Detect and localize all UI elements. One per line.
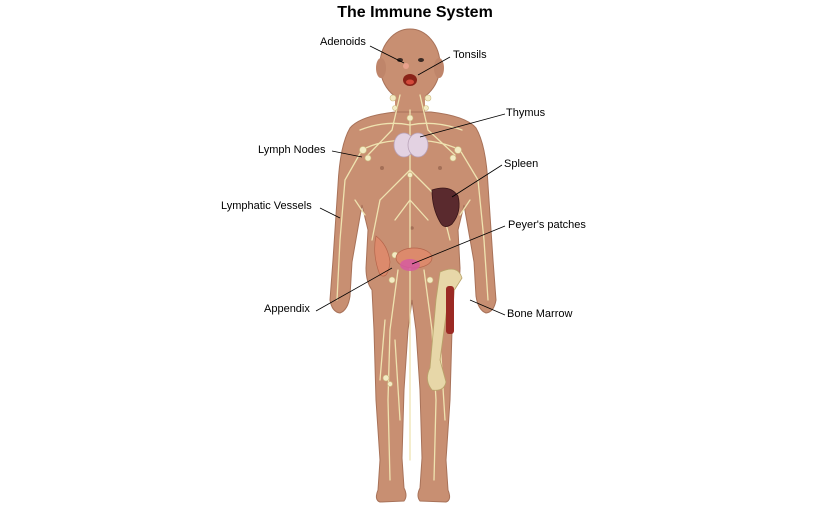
intestines <box>374 235 433 277</box>
thymus <box>393 132 429 158</box>
bone-marrow-shaft <box>446 286 454 334</box>
label-appendix: Appendix <box>264 303 310 315</box>
leader-lines <box>315 45 506 316</box>
label-lymph-nodes: Lymph Nodes <box>258 144 326 156</box>
diagram-title: The Immune System <box>337 4 493 21</box>
spleen <box>431 187 460 227</box>
label-thymus: Thymus <box>506 107 546 119</box>
label-tonsils: Tonsils <box>453 49 487 61</box>
label-bone-marrow: Bone Marrow <box>507 308 573 320</box>
lymphatic-vessels <box>336 94 489 481</box>
face <box>397 58 424 86</box>
label-lymphatic-vessels: Lymphatic Vessels <box>221 200 312 212</box>
femur <box>427 268 463 391</box>
label-spleen: Spleen <box>504 158 539 170</box>
label-adenoids: Adenoids <box>320 36 366 48</box>
label-peyers-patches: Peyer's patches <box>508 219 586 231</box>
